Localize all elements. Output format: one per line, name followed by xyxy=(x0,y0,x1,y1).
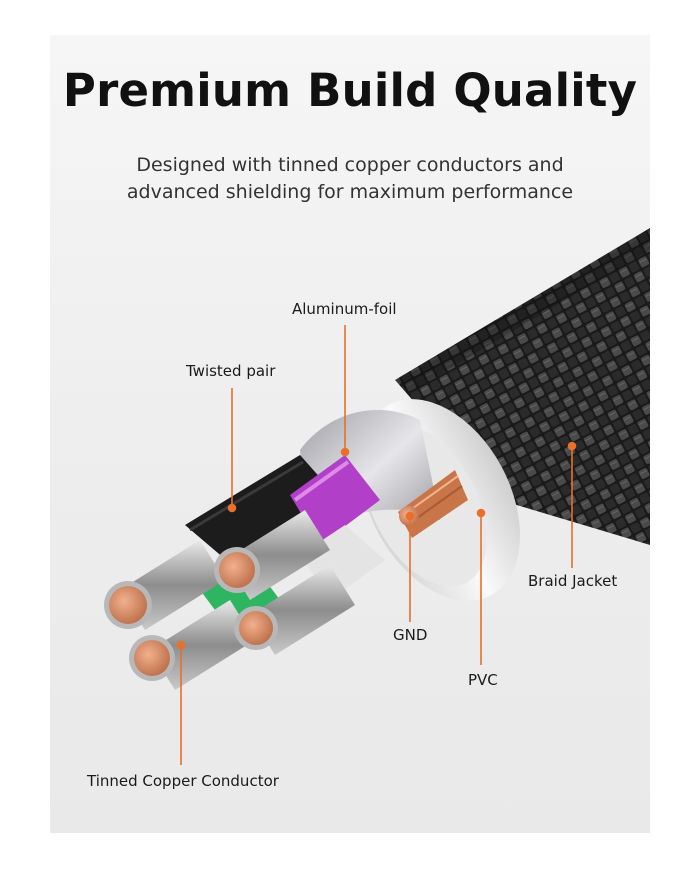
marker-pvc xyxy=(476,508,486,518)
braid-jacket xyxy=(395,228,650,545)
label-aluminum-foil: Aluminum-foil xyxy=(292,300,397,318)
label-tinned-copper-conductor: Tinned Copper Conductor xyxy=(87,772,279,790)
conductor-3 xyxy=(129,600,255,690)
conductor-1 xyxy=(104,540,225,630)
conductor-2 xyxy=(214,510,330,600)
page-subtitle: Designed with tinned copper conductors a… xyxy=(0,152,700,206)
black-wire xyxy=(185,455,340,565)
marker-gnd xyxy=(405,511,415,521)
page-title: Premium Build Quality xyxy=(62,64,638,117)
marker-braid-jacket xyxy=(567,441,577,451)
marker-tinned-copper xyxy=(176,640,186,650)
subtitle-line-2: advanced shielding for maximum performan… xyxy=(126,181,574,203)
conductor-4 xyxy=(234,565,355,655)
marker-aluminum-foil xyxy=(340,447,350,457)
label-twisted-pair: Twisted pair xyxy=(186,362,276,380)
label-gnd: GND xyxy=(393,626,428,644)
label-braid-jacket: Braid Jacket xyxy=(528,572,618,590)
subtitle-line-1: Designed with tinned copper conductors a… xyxy=(136,154,564,176)
label-pvc: PVC xyxy=(468,671,498,689)
marker-twisted-pair xyxy=(227,503,237,513)
